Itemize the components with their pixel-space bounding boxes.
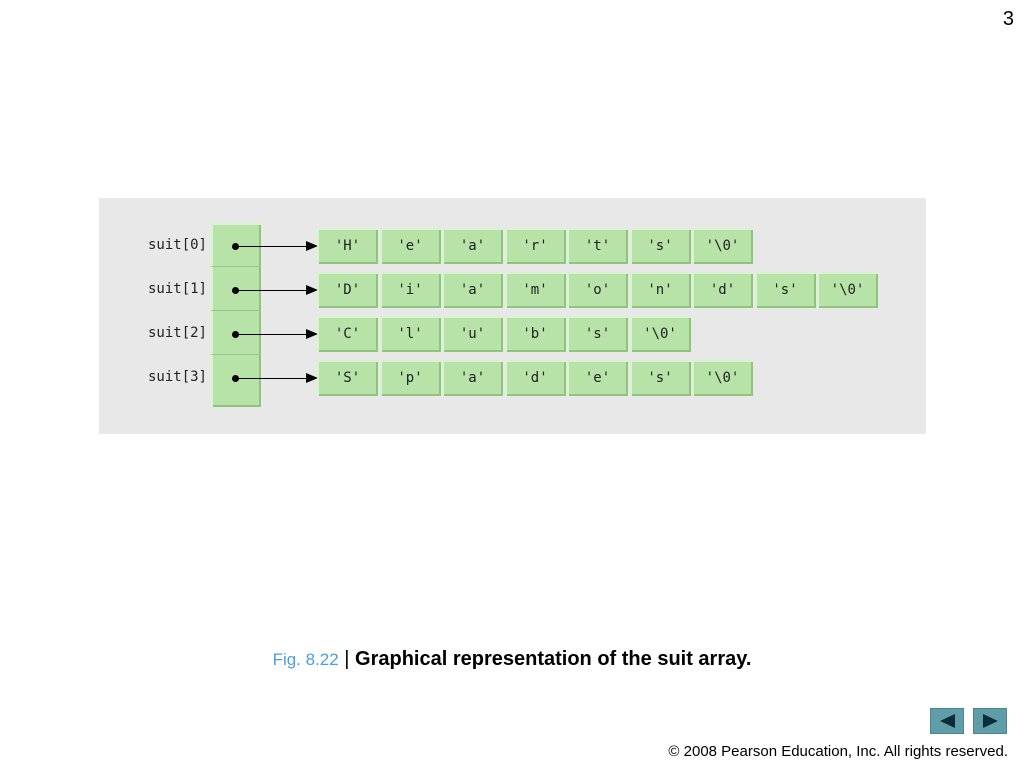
char-cell: 's'	[754, 272, 816, 308]
arrow-head-icon	[306, 285, 318, 295]
char-cell: 'o'	[567, 272, 628, 308]
pointer-arrow-line	[239, 334, 309, 335]
pointer-arrow-line	[239, 246, 309, 247]
triangle-right-icon	[983, 714, 998, 728]
pointer-cell	[211, 223, 261, 267]
arrow-head-icon	[306, 373, 318, 383]
char-cell: '\0'	[692, 228, 753, 264]
char-cell: 'd'	[504, 360, 566, 396]
pointer-arrow-line	[239, 290, 309, 291]
char-cell: 'b'	[504, 316, 566, 352]
arrow-head-icon	[306, 241, 318, 251]
char-cell: 'e'	[379, 228, 441, 264]
char-cell: 'l'	[379, 316, 441, 352]
figure-number: Fig. 8.22	[272, 650, 339, 669]
next-slide-button[interactable]	[973, 708, 1007, 734]
char-cell: 'a'	[442, 360, 503, 396]
char-cell: 'm'	[504, 272, 566, 308]
char-cell: 's'	[567, 316, 628, 352]
char-array-row: 'D''i''a''m''o''n''d''s''\0'	[317, 272, 880, 308]
pointer-dot	[232, 375, 239, 382]
pointer-cell	[211, 311, 261, 355]
char-cell: 'r'	[504, 228, 566, 264]
pointer-array-column	[211, 223, 261, 407]
char-cell: 'S'	[317, 360, 378, 396]
char-cell: 'e'	[567, 360, 628, 396]
char-cell: 'i'	[379, 272, 441, 308]
char-cell: 'a'	[442, 228, 503, 264]
char-cell: 't'	[567, 228, 628, 264]
arrow-head-icon	[306, 329, 318, 339]
copyright-notice: © 2008 Pearson Education, Inc. All right…	[668, 743, 1008, 760]
char-array-row: 'C''l''u''b''s''\0'	[317, 316, 692, 352]
pointer-arrow-line	[239, 378, 309, 379]
char-cell: 's'	[629, 228, 691, 264]
row-label: suit[1]	[147, 281, 207, 297]
figure-caption: Fig. 8.22 | Graphical representation of …	[0, 648, 1024, 671]
char-cell: '\0'	[629, 316, 691, 352]
page-number: 3	[1002, 8, 1014, 30]
char-cell: '\0'	[692, 360, 753, 396]
char-cell: 'C'	[317, 316, 378, 352]
pointer-dot	[232, 243, 239, 250]
pointer-cell	[211, 355, 261, 399]
char-cell: 'n'	[629, 272, 691, 308]
caption-text: Graphical representation of the suit arr…	[355, 648, 752, 670]
char-array-row: 'H''e''a''r''t''s''\0'	[317, 228, 755, 264]
previous-slide-button[interactable]	[930, 708, 964, 734]
row-label: suit[2]	[147, 325, 207, 341]
caption-separator: |	[338, 648, 356, 670]
char-cell: 'D'	[317, 272, 378, 308]
char-cell: '\0'	[817, 272, 878, 308]
char-cell: 'd'	[692, 272, 753, 308]
suit-array-diagram: suit[0]'H''e''a''r''t''s''\0'suit[1]'D''…	[99, 198, 926, 434]
row-label: suit[0]	[147, 237, 207, 253]
triangle-left-icon	[940, 714, 955, 728]
char-cell: 'p'	[379, 360, 441, 396]
char-cell: 'a'	[442, 272, 503, 308]
char-array-row: 'S''p''a''d''e''s''\0'	[317, 360, 755, 396]
pointer-dot	[232, 331, 239, 338]
char-cell: 'H'	[317, 228, 378, 264]
pointer-dot	[232, 287, 239, 294]
pointer-cell	[211, 267, 261, 311]
char-cell: 's'	[629, 360, 691, 396]
row-label: suit[3]	[147, 369, 207, 385]
char-cell: 'u'	[442, 316, 503, 352]
